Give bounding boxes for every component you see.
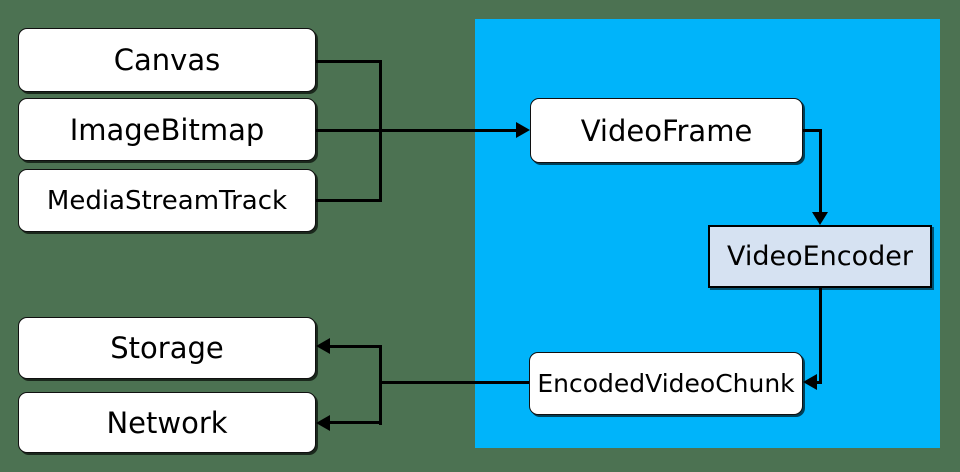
edge-sinks-junction-vertical bbox=[379, 345, 382, 425]
arrowhead-into-network bbox=[316, 415, 330, 431]
edge-mediastreamtrack-junction bbox=[316, 199, 382, 202]
arrowhead-into-storage bbox=[316, 338, 330, 354]
edge-sources-videoframe bbox=[316, 129, 518, 132]
node-canvas-label: Canvas bbox=[113, 43, 221, 77]
edge-junction-network bbox=[330, 421, 380, 424]
arrowhead-into-videoframe bbox=[516, 122, 530, 138]
node-storage: Storage bbox=[18, 317, 316, 379]
node-mediastreamtrack-label: MediaStreamTrack bbox=[46, 185, 288, 216]
node-imagebitmap-label: ImageBitmap bbox=[69, 112, 265, 147]
node-imagebitmap: ImageBitmap bbox=[18, 98, 316, 161]
node-videoframe-label: VideoFrame bbox=[580, 113, 753, 148]
node-videoencoder-label: VideoEncoder bbox=[726, 241, 914, 272]
node-storage-label: Storage bbox=[110, 331, 224, 365]
edge-videoframe-exit bbox=[801, 129, 822, 132]
arrowhead-into-encodedvideochunk bbox=[803, 374, 817, 390]
edge-encodedvideochunk-junction bbox=[380, 381, 530, 384]
node-encodedvideochunk-label: EncodedVideoChunk bbox=[537, 369, 795, 398]
node-mediastreamtrack: MediaStreamTrack bbox=[18, 169, 316, 232]
edge-junction-storage bbox=[330, 345, 380, 348]
edge-canvas-junction bbox=[316, 60, 382, 63]
node-encodedvideochunk: EncodedVideoChunk bbox=[529, 352, 803, 415]
node-canvas: Canvas bbox=[18, 28, 316, 92]
arrowhead-into-videoencoder bbox=[812, 212, 828, 225]
node-videoframe: VideoFrame bbox=[530, 98, 803, 163]
edge-videoencoder-elbow bbox=[812, 381, 822, 384]
edge-videoencoder-down bbox=[819, 288, 822, 383]
node-videoencoder: VideoEncoder bbox=[708, 225, 932, 288]
node-network: Network bbox=[18, 392, 316, 453]
node-network-label: Network bbox=[106, 405, 228, 440]
edge-videoframe-videoencoder bbox=[819, 129, 822, 213]
